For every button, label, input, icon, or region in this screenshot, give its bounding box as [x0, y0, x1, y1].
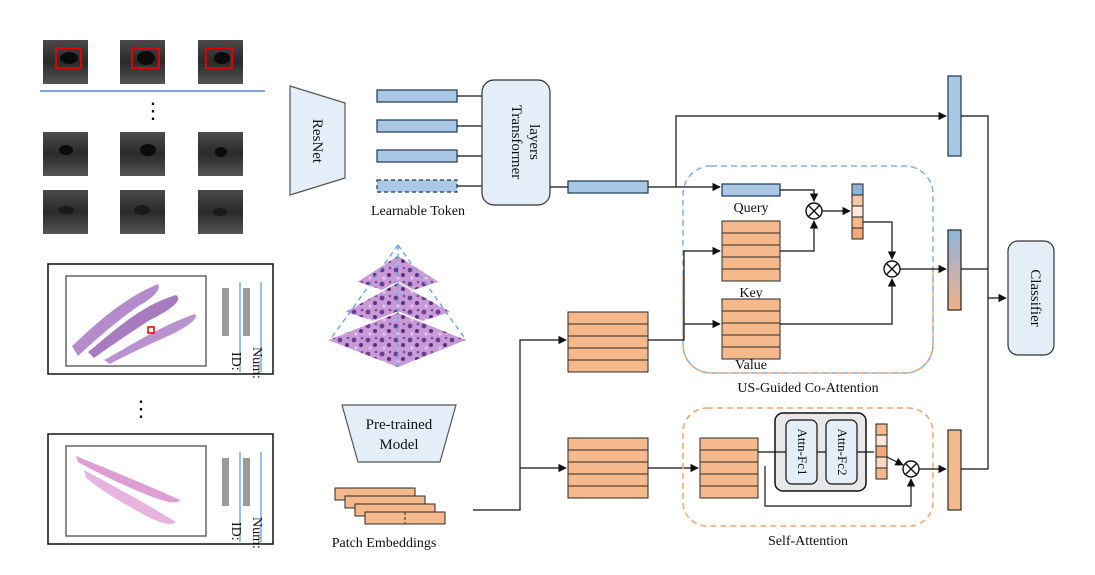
transformer-label-line2: layers [526, 124, 542, 160]
pretrained-model-block: Pre-trained Model [341, 404, 457, 463]
value-matrix [721, 298, 781, 360]
ultrasound-image-icon [198, 190, 243, 234]
token-bar [376, 119, 458, 133]
transformer-label-line1: Transformer [508, 105, 524, 179]
co-attention-output [947, 229, 962, 311]
ellipsis-lower: ⋮ [130, 396, 152, 421]
ultrasound-image-icon [120, 190, 165, 234]
resnet-label: ResNet [309, 119, 325, 164]
transformer-block: Transformer layers [481, 79, 551, 206]
feature-tokens: Learnable Token [371, 89, 482, 219]
patch-embeddings-stack [334, 487, 446, 525]
histology-slide-lower: ID: Num: [47, 433, 274, 549]
query-label: Query [734, 201, 769, 216]
ultrasound-image-icon [120, 132, 165, 176]
self-attention-label: Self-Attention [768, 534, 848, 549]
slide-id-label: ID: [228, 352, 243, 371]
token-bar [376, 149, 458, 163]
learnable-token-label: Learnable Token [371, 204, 465, 219]
ultrasound-image-icon [198, 132, 243, 176]
wsi-feature-stack-selfattn [567, 437, 649, 499]
attn-fc2-label: Attn-Fc2 [835, 429, 850, 476]
attention-weights-vector [851, 183, 864, 240]
self-attention-box [682, 407, 934, 527]
classifier-block: Classifier [1007, 240, 1055, 356]
ellipsis-upper: ⋮ [142, 98, 164, 123]
circled-times-icon [805, 202, 823, 220]
self-attention-output [947, 429, 962, 511]
ultrasound-image-icon [43, 132, 88, 176]
wsi-feature-stack-coattn [567, 311, 649, 373]
ultrasound-image-icon [120, 40, 165, 84]
image-pyramid-icon [323, 244, 471, 369]
slide-num-label: Num: [249, 347, 264, 379]
resnet-block: ResNet [289, 85, 346, 196]
circled-times-icon [883, 260, 901, 278]
patch-embeddings-label: Patch Embeddings [332, 536, 437, 551]
token-bar [376, 89, 458, 103]
us-feature-token [567, 180, 649, 194]
learnable-token-bar [376, 179, 458, 193]
classifier-label: Classifier [1027, 269, 1043, 327]
self-attn-weights-vector [875, 423, 888, 480]
circled-times-icon [902, 460, 920, 478]
pretrained-label-line1: Pre-trained [366, 417, 433, 433]
query-token [721, 183, 781, 197]
key-matrix [721, 220, 781, 282]
ultrasound-image-icon [198, 40, 243, 84]
self-attn-input-stack [699, 437, 759, 499]
ultrasound-image-icon [43, 40, 88, 84]
value-label: Value [735, 358, 767, 373]
ultrasound-image-icon [43, 190, 88, 234]
ultrasound-images: ⋮ [40, 40, 265, 234]
attn-fc1-label: Attn-Fc1 [795, 429, 810, 476]
histology-slide-upper: ID: Num: [47, 263, 274, 379]
us-guided-label: US-Guided Co-Attention [737, 381, 878, 396]
pretrained-label-line2: Model [379, 437, 418, 453]
key-label: Key [739, 286, 762, 301]
us-token-output [947, 75, 962, 157]
slide-num-label: Num: [249, 517, 264, 549]
slide-id-label: ID: [228, 522, 243, 541]
